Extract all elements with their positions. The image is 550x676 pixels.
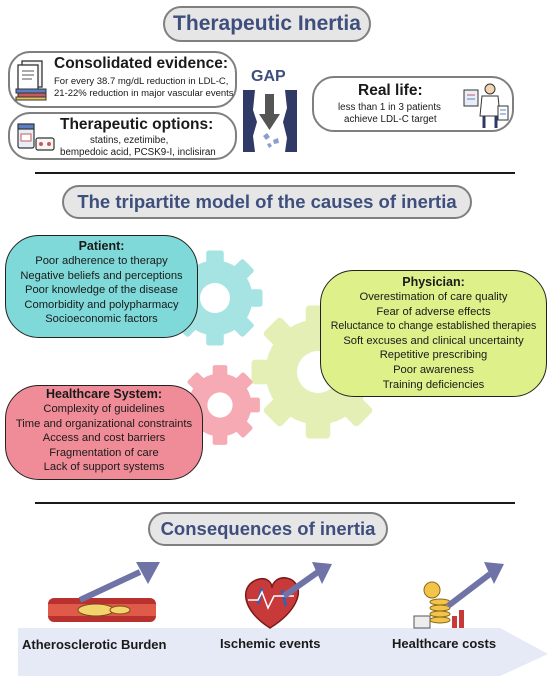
patient-item: Poor knowledge of the disease <box>25 284 178 297</box>
options-heading: Therapeutic options: <box>60 116 214 133</box>
consequence-label-ischemic: Ischemic events <box>220 636 321 651</box>
trend-arrow-icon <box>446 571 492 609</box>
healthcare-item: Fragmentation of care <box>49 446 159 459</box>
patient-heading: Patient: <box>78 239 125 253</box>
gap-label: GAP <box>251 68 286 85</box>
trend-arrow-icon <box>78 569 142 603</box>
consequence-label-atherosclerotic: Atherosclerotic Burden <box>22 637 167 652</box>
heart-icon <box>245 577 300 629</box>
evidence-box: Consolidated evidence: For every 38.7 mg… <box>8 51 237 108</box>
artery-icon <box>48 598 156 622</box>
physician-item: Training deficiencies <box>382 378 485 391</box>
options-line-2: bempedoic acid, PCSK9-I, inclisiran <box>60 147 216 158</box>
physician-item: Fear of adverse effects <box>376 305 491 318</box>
physician-item: Soft excuses and clinical uncertainty <box>343 334 524 347</box>
healthcare-causes: Healthcare System: Complexity of guideli… <box>5 385 203 480</box>
physician-item: Repetitive prescribing <box>379 349 488 362</box>
real-life-box: Real life: less than 1 in 3 patients ach… <box>312 76 514 132</box>
physician-item: Overestimation of care quality <box>359 291 508 303</box>
healthcare-item: Access and cost barriers <box>42 432 166 445</box>
divider-2 <box>35 502 515 504</box>
model-title: The tripartite model of the causes of in… <box>62 185 472 219</box>
patient-item: Negative beliefs and perceptions <box>20 269 183 282</box>
physician-item: Reluctance to change established therapi… <box>330 320 537 333</box>
real-life-line-2: achieve LDL-C target <box>344 114 437 125</box>
divider-1 <box>35 172 515 174</box>
options-line-1: statins, ezetimibe, <box>90 135 169 146</box>
evidence-line-1: For every 38.7 mg/dL reduction in LDL-C, <box>54 76 229 87</box>
healthcare-item: Complexity of guidelines <box>43 403 165 415</box>
progress-band <box>18 628 548 676</box>
healthcare-heading: Healthcare System: <box>45 387 163 401</box>
options-box: Therapeutic options: statins, ezetimibe,… <box>8 112 237 160</box>
real-life-heading: Real life: <box>358 82 423 99</box>
doctor-icon <box>463 83 509 128</box>
gap-illustration <box>243 90 297 152</box>
patient-item: Socioeconomic factors <box>45 313 158 326</box>
coins-icon <box>413 581 464 629</box>
patient-item: Comorbidity and polypharmacy <box>24 298 179 311</box>
patient-causes: Patient: Poor adherence to therapy Negat… <box>5 235 198 338</box>
physician-heading: Physician: <box>402 275 465 289</box>
healthcare-item: Lack of support systems <box>43 461 165 474</box>
page-title: Therapeutic Inertia <box>163 6 371 42</box>
consequence-label-costs: Healthcare costs <box>392 636 497 651</box>
real-life-line-1: less than 1 in 3 patients <box>338 102 441 113</box>
medication-icon <box>17 123 55 151</box>
physician-causes: Physician: Overestimation of care qualit… <box>320 270 547 397</box>
consequences-title: Consequences of inertia <box>148 512 388 546</box>
healthcare-item: Time and organizational constraints <box>15 417 193 430</box>
evidence-heading: Consolidated evidence: <box>54 55 228 72</box>
evidence-line-2: 21-22% reduction in major vascular event… <box>54 88 234 99</box>
patient-item: Poor adherence to therapy <box>35 255 168 267</box>
documents-icon <box>15 60 47 101</box>
physician-item: Poor awareness <box>393 363 474 376</box>
trend-arrow-icon <box>282 569 320 599</box>
